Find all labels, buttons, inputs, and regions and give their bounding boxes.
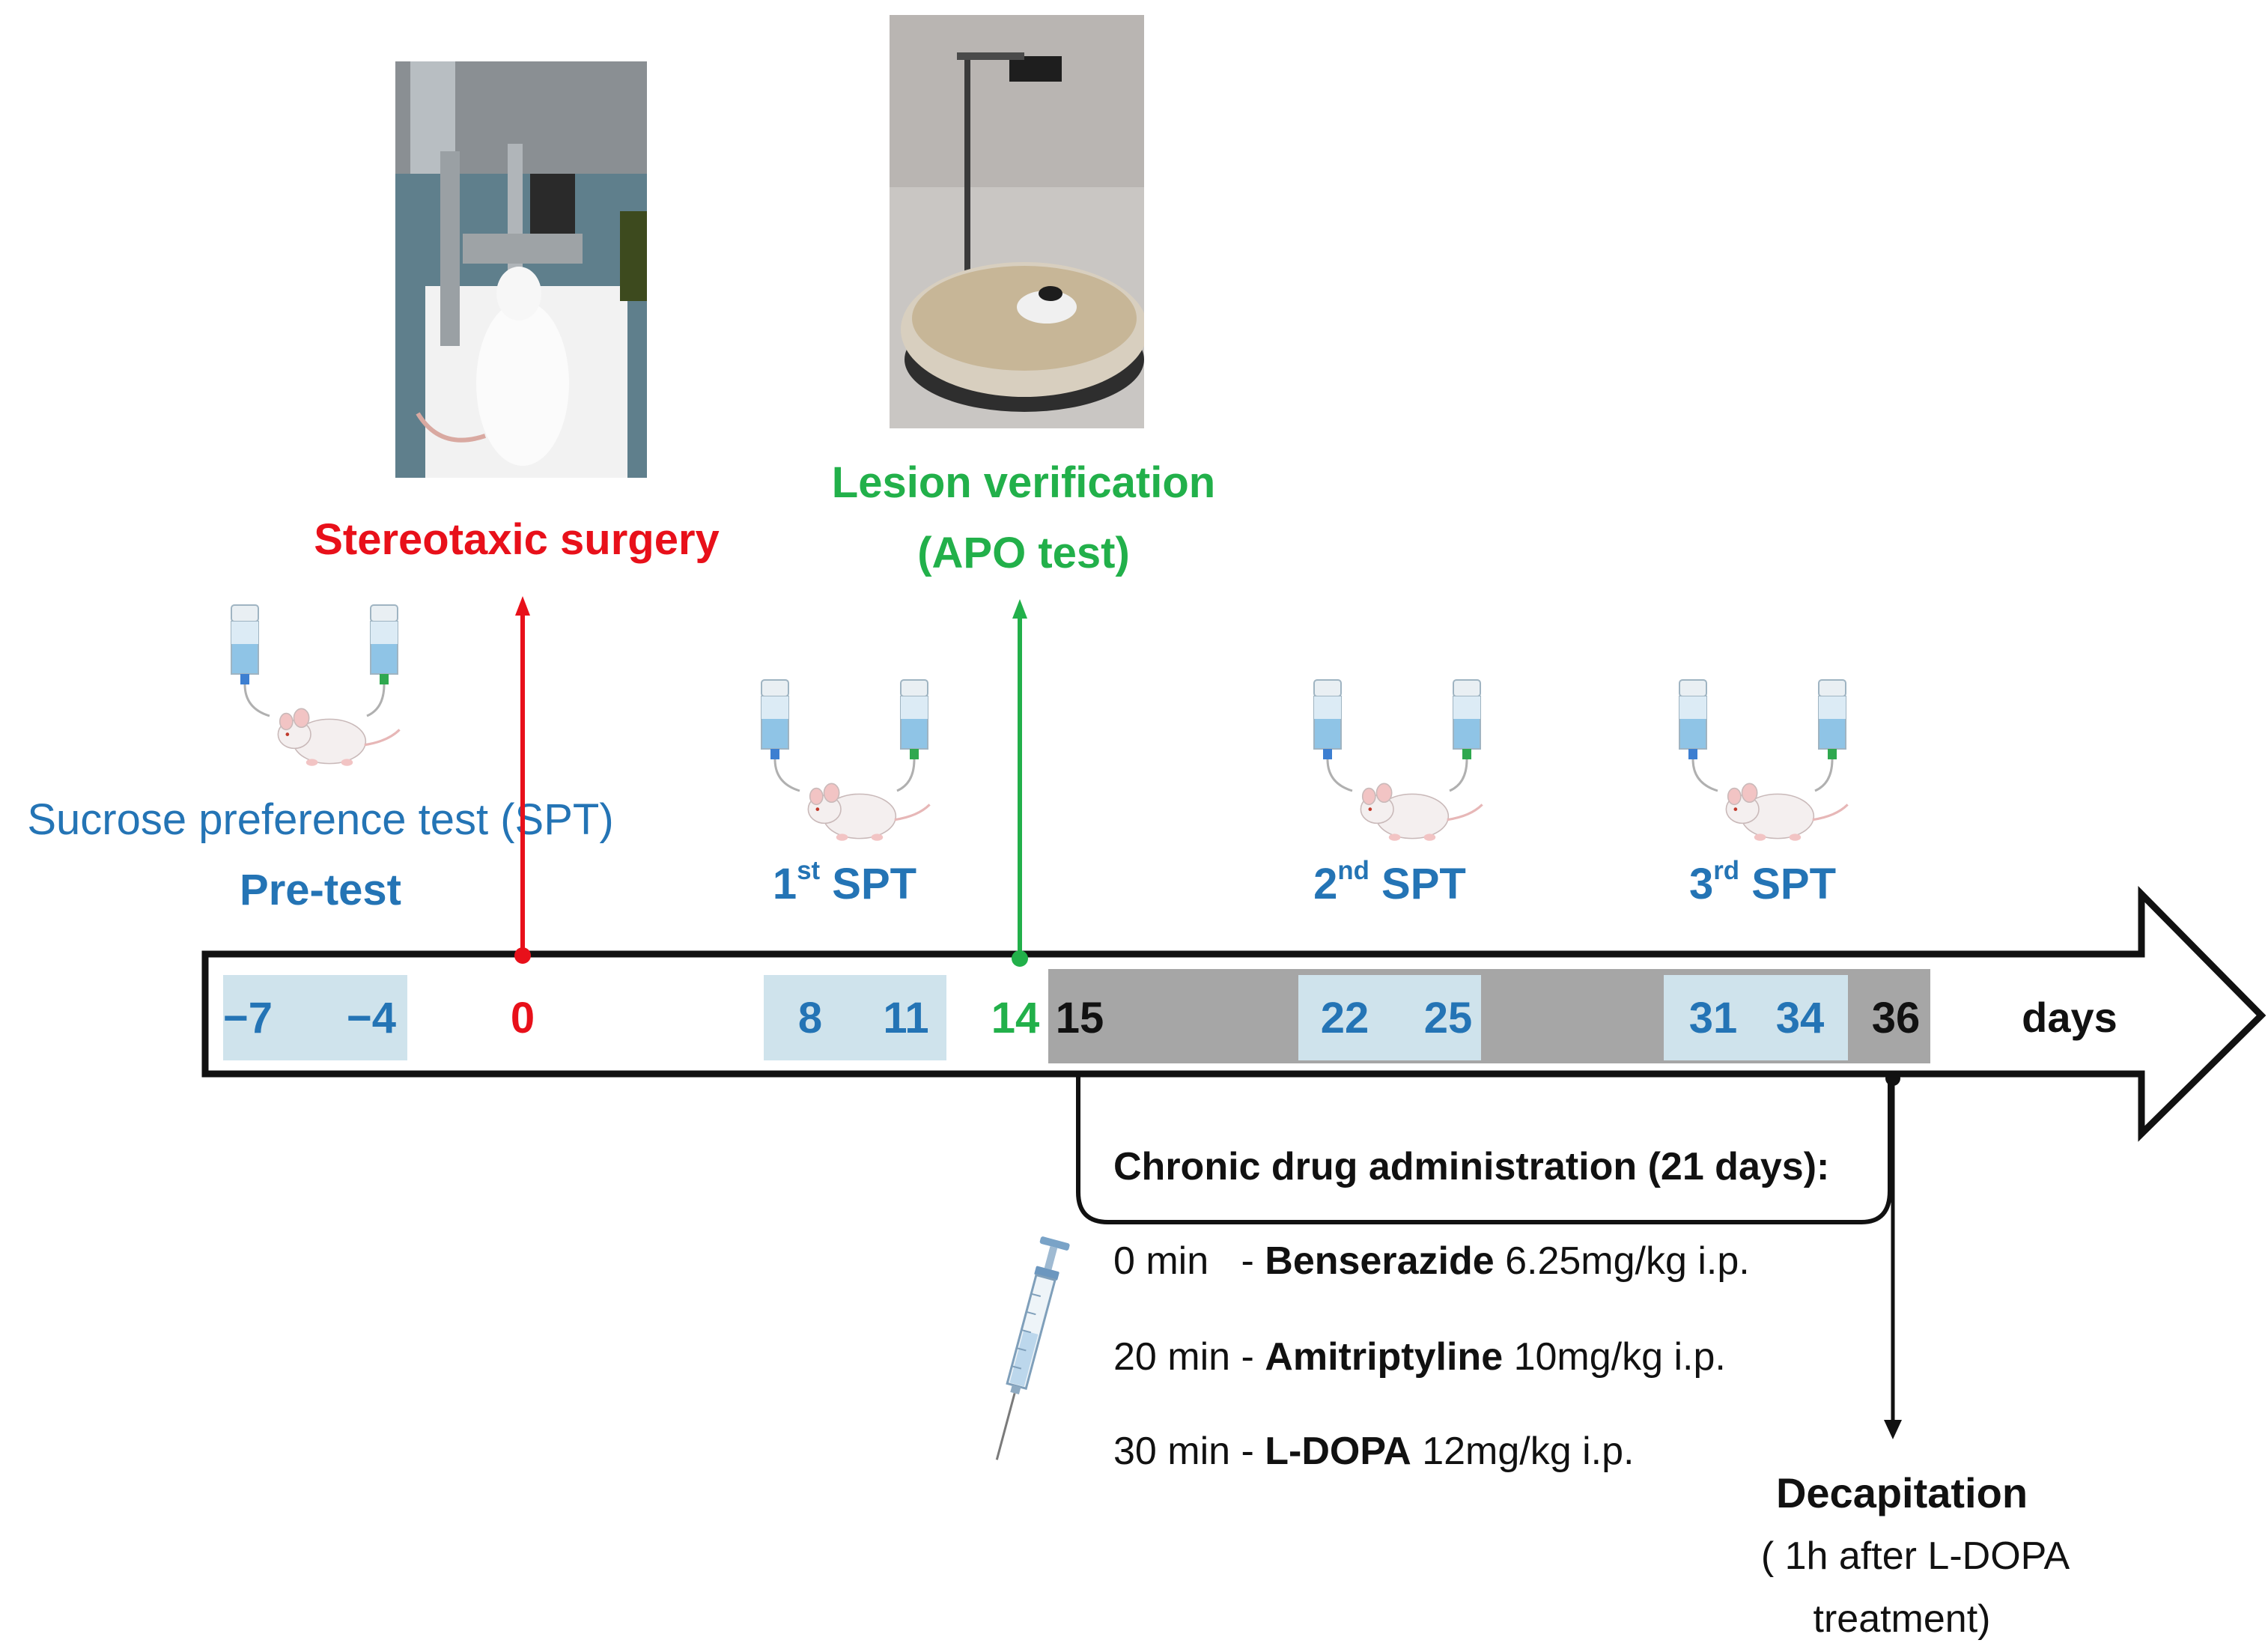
day-minus-7: −7	[223, 997, 273, 1040]
day-8: 8	[798, 997, 822, 1040]
drug-name-2: L-DOPA	[1265, 1430, 1411, 1473]
day-11: 11	[883, 997, 928, 1040]
surgery-arrow-head	[515, 596, 530, 616]
drug-row-amitriptyline: 20 min - Amitriptyline 10mg/kg i.p.	[1113, 1337, 1726, 1376]
lesion-marker	[1012, 950, 1028, 967]
decapitation-label: Decapitation	[1776, 1472, 2028, 1514]
drug-name-1: Amitriptyline	[1265, 1335, 1503, 1379]
drug-row-benserazide: 0 min - Benserazide 6.25mg/kg i.p.	[1113, 1242, 1750, 1281]
drug-dose-1: 10mg/kg i.p.	[1503, 1335, 1726, 1379]
drug-time-0: 0 min -	[1113, 1239, 1265, 1283]
drug-name-0: Benserazide	[1265, 1239, 1494, 1283]
spt1-illustration	[761, 680, 930, 841]
day-34: 34	[1776, 997, 1825, 1040]
decapitation-note-line1: ( 1h after L-DOPA	[1761, 1537, 2070, 1576]
drug-dose-0: 6.25mg/kg i.p.	[1495, 1239, 1750, 1283]
decapitation-note-line2: treatment)	[1814, 1600, 1991, 1639]
day-36: 36	[1872, 997, 1921, 1040]
day-25: 25	[1424, 997, 1473, 1040]
day-31: 31	[1689, 997, 1738, 1040]
decapitation-arrow-head	[1884, 1420, 1902, 1439]
drug-time-1: 20 min -	[1113, 1335, 1265, 1379]
drug-administration-title: Chronic drug administration (21 days):	[1113, 1147, 1829, 1186]
drug-dose-2: 12mg/kg i.p.	[1411, 1430, 1635, 1473]
surgery-marker	[514, 947, 531, 964]
pretest-spt-illustration	[231, 605, 400, 766]
drug-row-ldopa: 30 min - L-DOPA 12mg/kg i.p.	[1113, 1432, 1634, 1471]
spt2-illustration	[1314, 680, 1483, 841]
lesion-arrow-head	[1012, 599, 1027, 619]
drug-time-2: 30 min -	[1113, 1430, 1265, 1473]
spt3-illustration	[1679, 680, 1848, 841]
syringe-icon	[982, 1236, 1070, 1464]
day-0: 0	[511, 997, 535, 1040]
day-14: 14	[991, 997, 1040, 1040]
day-15: 15	[1056, 997, 1104, 1040]
day-minus-4: −4	[347, 997, 396, 1040]
day-22: 22	[1321, 997, 1369, 1040]
days-unit-label: days	[2022, 997, 2117, 1039]
